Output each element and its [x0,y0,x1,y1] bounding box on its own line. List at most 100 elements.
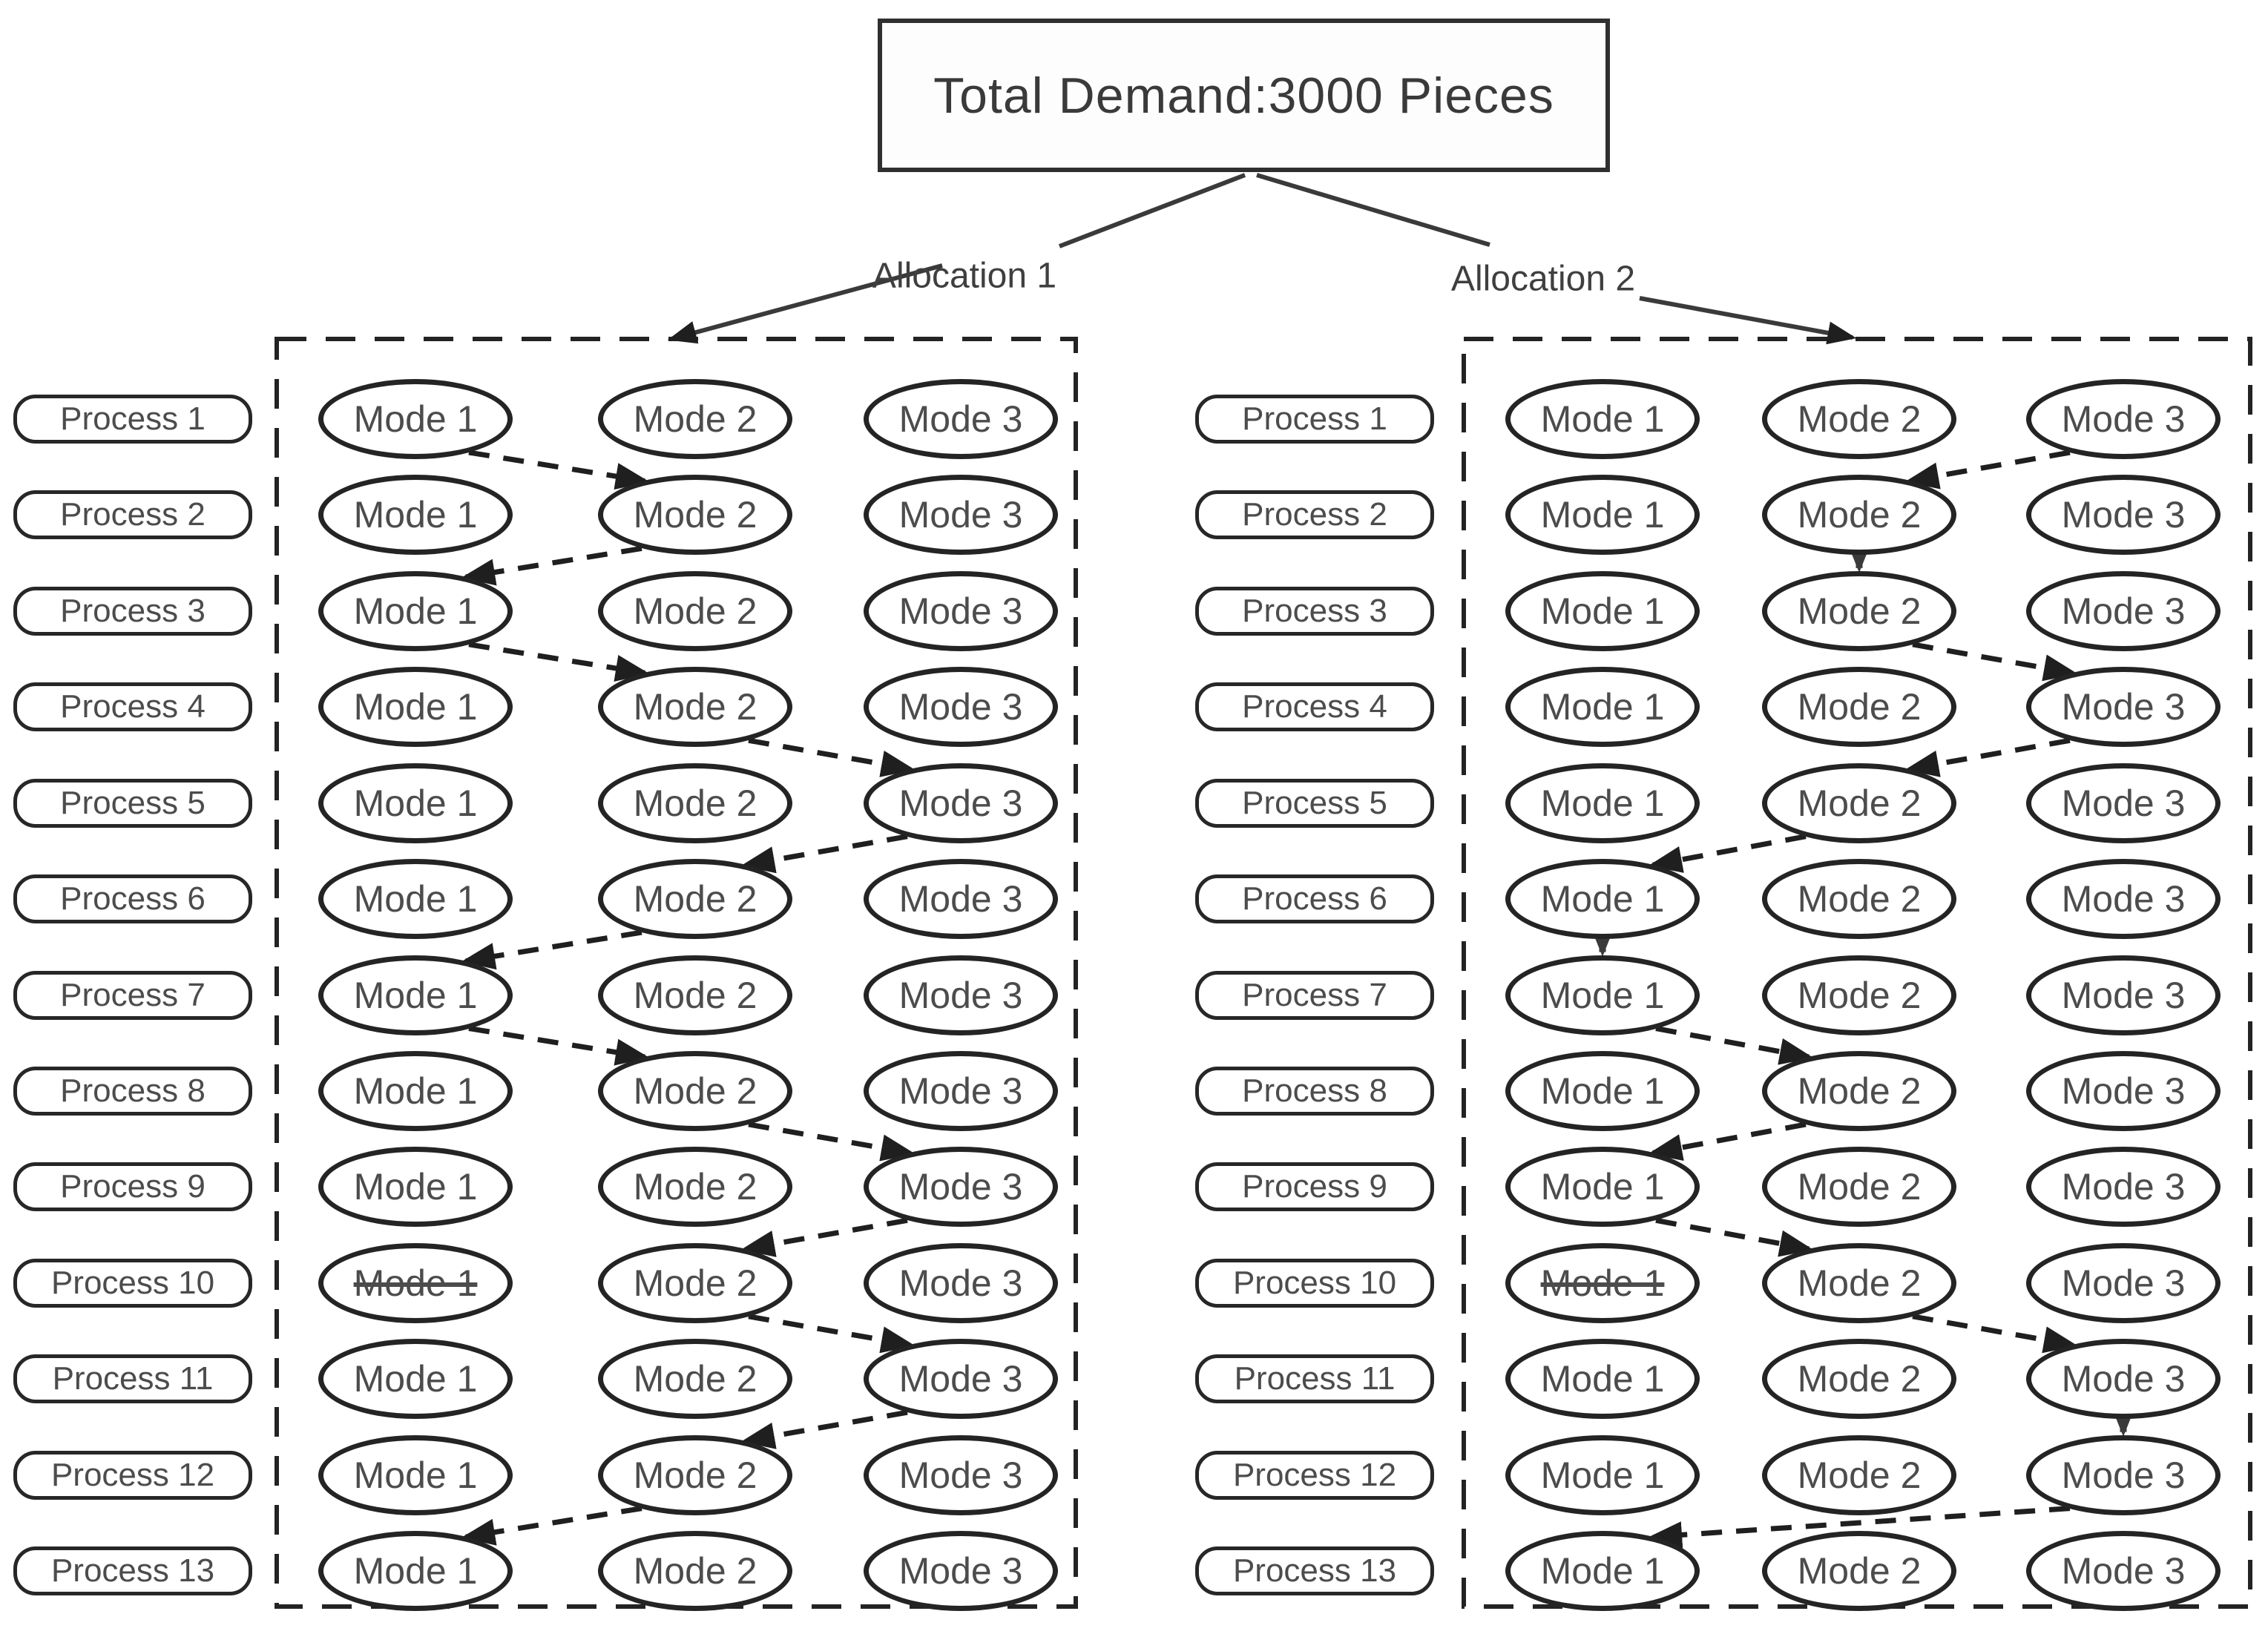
title-branch-line-2 [1256,173,1490,247]
path-arrow-a1-p8-to-p9 [748,1121,916,1162]
mode-label: Mode 3 [898,878,1023,920]
mode-label: Mode 3 [898,590,1023,632]
process-label: Process 12 [50,1456,215,1493]
mode-node-a1-p8-m1: Mode 1 [318,1050,513,1131]
path-arrow-a2-p9-to-p10 [1655,1217,1814,1257]
mode-label: Mode 2 [1797,782,1922,824]
mode-label: Mode 2 [1797,1550,1922,1592]
mode-label: Mode 1 [353,1454,478,1496]
path-arrow-a1-p12-to-p13 [461,1506,642,1546]
process-box-a1-p3: Process 3 [13,586,252,636]
process-box-a1-p1: Process 1 [13,395,252,444]
process-box-a2-p12: Process 12 [1195,1450,1434,1500]
mode-node-a2-p11-m2: Mode 2 [1762,1339,1956,1420]
mode-label: Mode 3 [2061,398,2186,440]
total-demand-title: Total Demand:3000 Pieces [933,67,1554,124]
path-arrow-a1-p6-to-p7 [461,929,642,970]
process-box-a1-p10: Process 10 [13,1258,252,1308]
mode-node-a1-p13-m3: Mode 3 [864,1531,1058,1612]
mode-label: Mode 2 [633,1454,757,1496]
path-arrow-a2-p5-to-p6 [1648,834,1807,873]
mode-label: Mode 2 [633,878,757,920]
process-label: Process 9 [60,1168,206,1205]
process-label: Process 6 [1242,880,1387,918]
mode-label: Mode 3 [898,1262,1023,1304]
mode-node-a2-p6-m2: Mode 2 [1762,859,1956,940]
path-arrow-a1-p11-to-p12 [740,1409,908,1449]
mode-node-a1-p2-m3: Mode 3 [864,475,1058,556]
mode-label: Mode 3 [898,1454,1023,1496]
process-box-a1-p4: Process 4 [13,682,252,732]
process-label: Process 4 [1242,688,1387,725]
mode-node-a2-p5-m1: Mode 1 [1505,762,1700,843]
mode-node-a2-p3-m1: Mode 1 [1505,570,1700,651]
mode-label: Mode 2 [633,782,757,824]
process-box-a1-p13: Process 13 [13,1546,252,1596]
mode-label: Mode 1 [353,1550,478,1592]
process-label: Process 10 [50,1264,215,1301]
mode-node-a2-p12-m1: Mode 1 [1505,1434,1700,1515]
path-arrow-a2-p7-to-p8 [1655,1026,1814,1065]
process-box-a2-p3: Process 3 [1195,586,1434,636]
process-label: Process 11 [1234,1360,1396,1397]
process-box-a2-p9: Process 9 [1195,1162,1434,1212]
mode-node-a1-p7-m1: Mode 1 [318,955,513,1035]
mode-node-a1-p10-m2: Mode 2 [598,1242,792,1323]
allocation-2-region [1462,337,2252,1609]
process-label: Process 3 [1242,592,1387,629]
process-label: Process 5 [60,784,206,821]
mode-node-a1-p12-m2: Mode 2 [598,1434,792,1515]
mode-label: Mode 2 [633,1166,757,1208]
mode-label: Mode 1 [1540,1454,1665,1496]
process-box-a2-p1: Process 1 [1195,395,1434,444]
mode-node-a1-p4-m2: Mode 2 [598,667,792,748]
process-box-a1-p11: Process 11 [13,1354,252,1404]
process-label: Process 13 [50,1552,215,1589]
mode-label: Mode 1 [1540,782,1665,824]
process-box-a1-p7: Process 7 [13,970,252,1020]
mode-label: Mode 2 [1797,1358,1922,1400]
mode-node-a1-p4-m1: Mode 1 [318,667,513,748]
path-arrow-a1-p1-to-p2 [468,449,650,490]
mode-node-a2-p1-m1: Mode 1 [1505,379,1700,459]
process-box-a2-p13: Process 13 [1195,1546,1434,1596]
process-box-a1-p5: Process 5 [13,778,252,828]
allocation-1-pointer-arrow [667,263,943,344]
mode-node-a1-p9-m3: Mode 3 [864,1147,1058,1228]
mode-label: Mode 1 [1540,974,1665,1016]
mode-label: Mode 2 [633,494,757,536]
path-arrow-a1-p7-to-p8 [468,1026,650,1066]
mode-label: Mode 1 [1540,1070,1665,1112]
mode-label: Mode 2 [1797,494,1922,536]
mode-label: Mode 2 [633,1070,757,1112]
mode-node-a2-p8-m1: Mode 1 [1505,1050,1700,1131]
mode-label: Mode 2 [633,590,757,632]
mode-label: Mode 2 [1797,1166,1922,1208]
mode-label: Mode 3 [898,1358,1023,1400]
process-box-a2-p2: Process 2 [1195,490,1434,540]
mode-node-a1-p5-m3: Mode 3 [864,762,1058,843]
mode-node-a1-p1-m1: Mode 1 [318,379,513,459]
mode-node-a2-p7-m3: Mode 3 [2026,955,2221,1035]
mode-node-a1-p3-m3: Mode 3 [864,570,1058,651]
process-box-a1-p6: Process 6 [13,874,252,924]
mode-label: Mode 1 [353,974,478,1016]
mode-node-a2-p9-m2: Mode 2 [1762,1147,1956,1228]
process-label: Process 6 [60,880,206,918]
mode-node-a1-p2-m2: Mode 2 [598,475,792,556]
mode-label: Mode 1 [353,878,478,920]
process-label: Process 9 [1242,1168,1387,1205]
mode-node-a1-p1-m3: Mode 3 [864,379,1058,459]
mode-label: Mode 3 [2061,494,2186,536]
total-demand-box: Total Demand:3000 Pieces [878,19,1610,172]
mode-label: Mode 2 [633,398,757,440]
mode-label: Mode 1 [1540,398,1665,440]
mode-label: Mode 3 [898,1070,1023,1112]
mode-node-a1-p5-m1: Mode 1 [318,762,513,843]
mode-label: Mode 3 [2061,1358,2186,1400]
process-label: Process 11 [52,1360,214,1397]
mode-node-a2-p2-m2: Mode 2 [1762,475,1956,556]
mode-label: Mode 3 [898,782,1023,824]
process-box-a1-p8: Process 8 [13,1066,252,1116]
mode-label-struck: Mode 1 [1540,1262,1665,1304]
